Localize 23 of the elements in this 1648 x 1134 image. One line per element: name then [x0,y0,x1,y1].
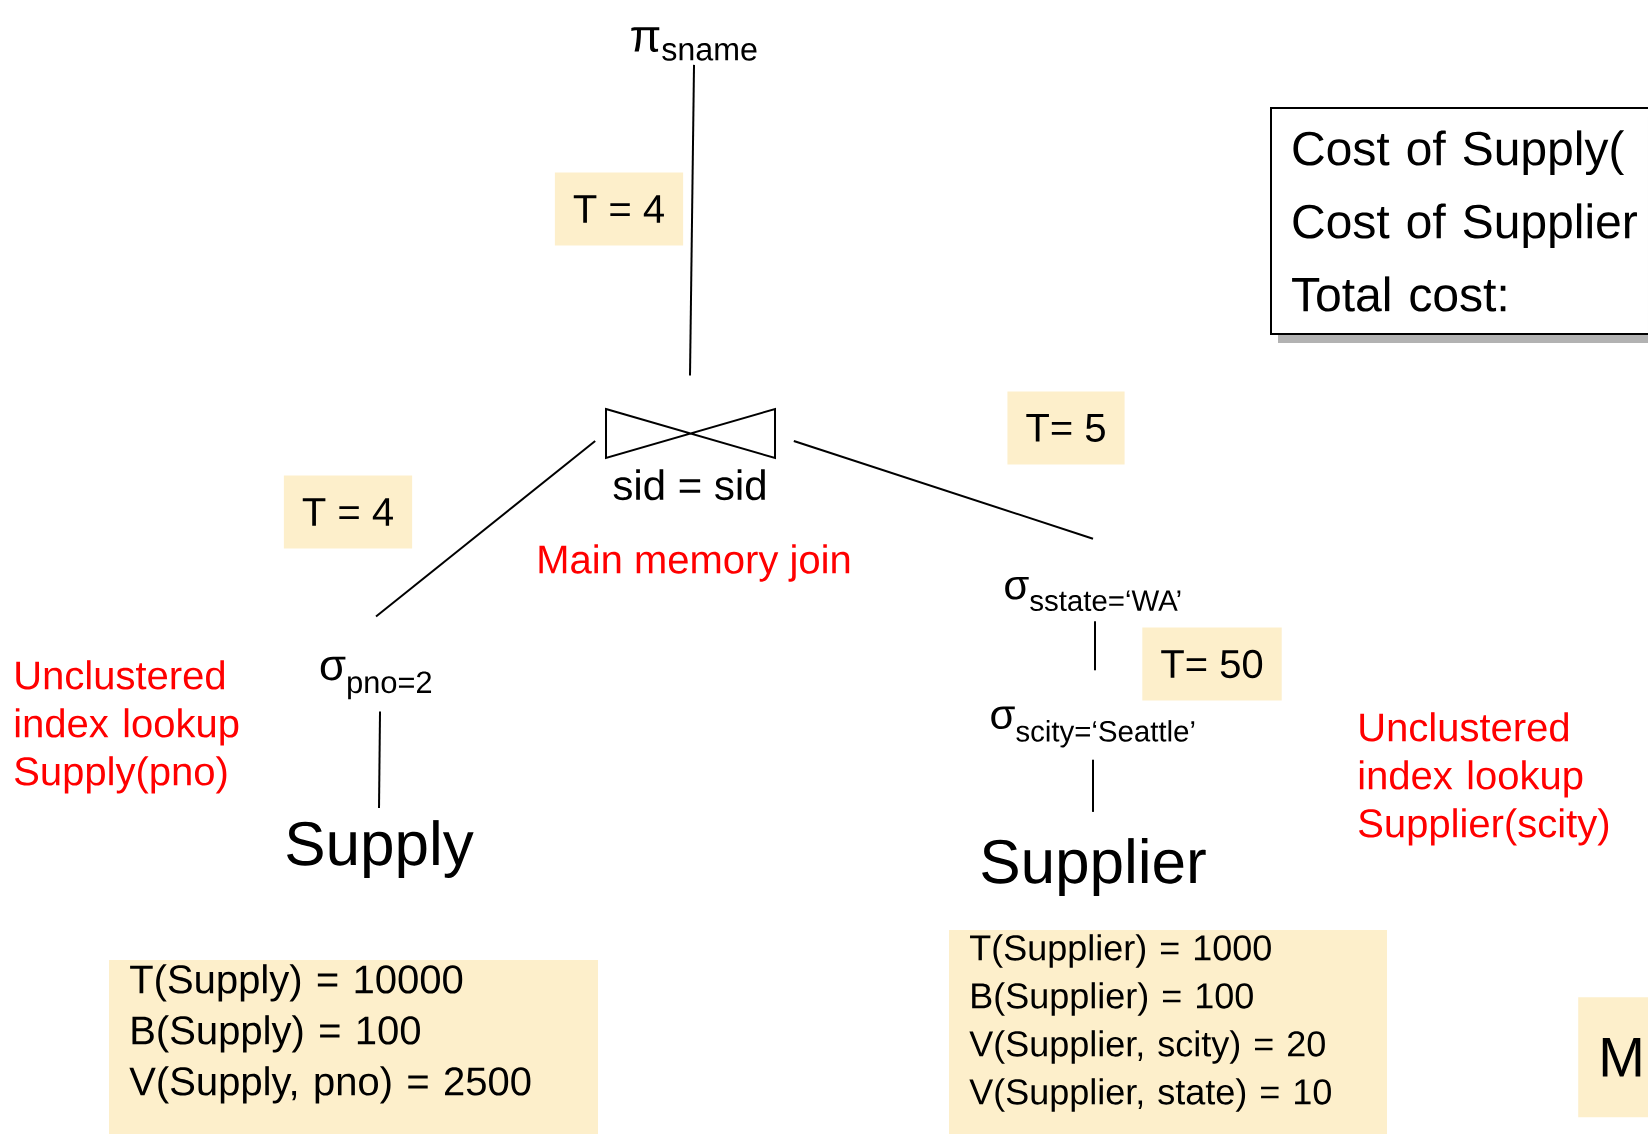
relation-label: Supplier [982,838,1206,896]
edge-label: T = 4 [283,475,413,549]
annotation-text: Unclustered index lookup Supply(pno) [15,660,239,794]
connector-line [375,440,597,618]
statistics-box: T(Supplier) = 1000 B(Supplier) = 100 V(Supplier, scity) = 20 V(Supplier, state) = 10 [949,930,1387,1134]
relation-label: Supply [287,820,474,878]
annotation-text: Main memory join [539,544,850,582]
connector-line [1094,620,1096,672]
operator-label: $\text{σ}_{\text{pno=2}}$ [320,656,432,700]
annotation-text: Unclustered index lookup Supplier(scity) [1359,712,1609,846]
operator-label: $\text{σ}_{\text{scity=‘Seattle’}}$ [991,706,1195,748]
statistics-box: T(Supply) = 10000 B(Supply) = 100 V(Supply, pno) = 2500 [109,960,598,1134]
operator-label: $\text{π}_{\text{sname}}$ [631,27,757,61]
connector-line [689,63,695,377]
edge-label: T= 5 [1007,391,1125,465]
edge-label: T = 4 [554,172,684,246]
cost-box: Cost of Supply( Cost of Supplier Total cost: [1270,107,1648,343]
connector-line [792,440,1094,540]
edge-label: T= 50 [1142,627,1282,701]
operator-label: $\text{σ}_{\text{sstate=‘WA’}}$ [1005,576,1181,612]
connector-line [378,710,381,809]
text-box: M [1578,997,1648,1118]
connector-line [1092,758,1094,813]
